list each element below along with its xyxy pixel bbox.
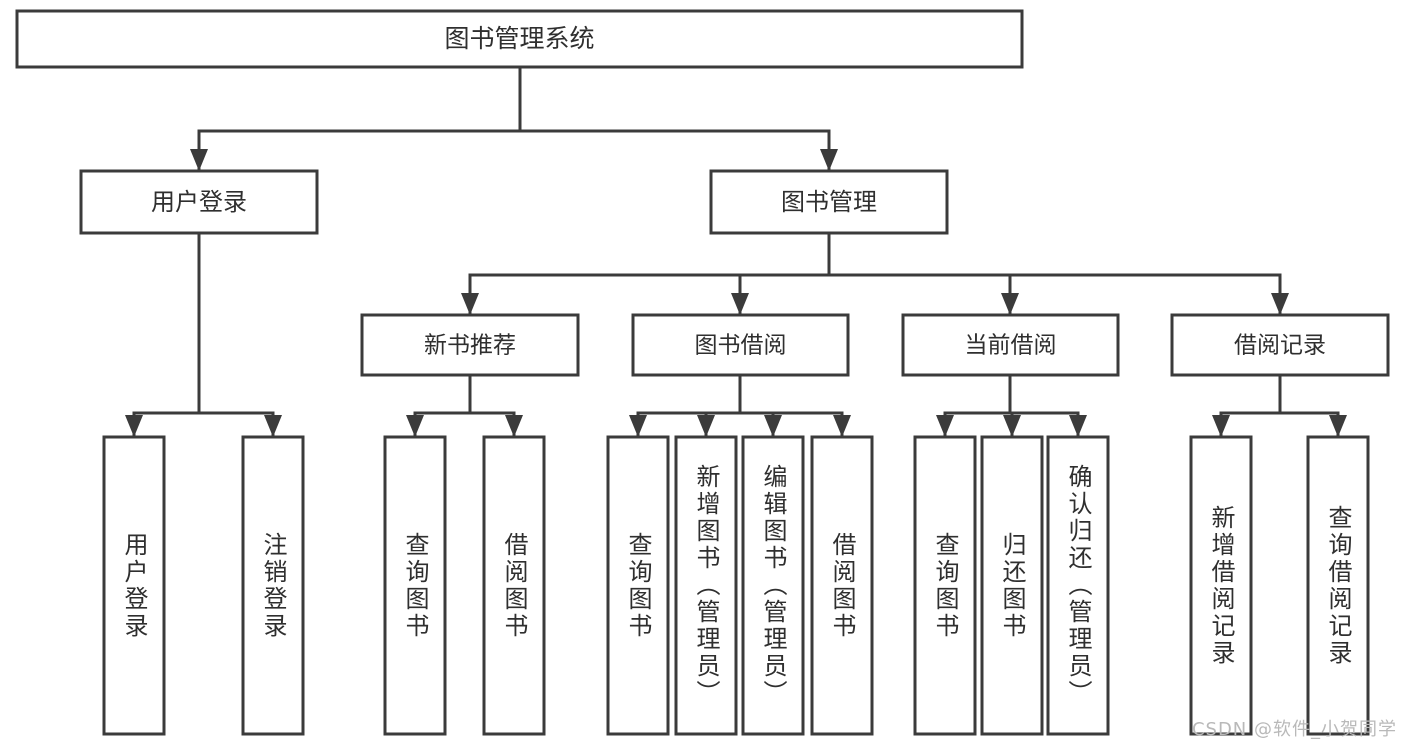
leaf-node-4-rect[interactable] xyxy=(606,435,670,736)
root-node[interactable] xyxy=(15,9,1024,69)
level3-node-2-rect[interactable] xyxy=(901,313,1120,377)
arrow-head xyxy=(1271,293,1289,315)
arrow-head xyxy=(1329,415,1347,437)
leaf-node-12[interactable] xyxy=(1306,435,1370,736)
leaf-node-11-rect[interactable] xyxy=(1189,435,1253,736)
connector-edges xyxy=(125,65,1347,438)
arrow-head xyxy=(936,415,954,437)
arrow-head xyxy=(1212,415,1230,437)
arrow-head xyxy=(505,415,523,437)
level3-node-2[interactable] xyxy=(901,313,1120,377)
level3-node-2-label: 当前借阅 xyxy=(965,333,1057,359)
root-node-rect[interactable] xyxy=(15,9,1024,69)
level3-node-1[interactable] xyxy=(631,313,850,377)
arrow-head xyxy=(731,293,749,315)
level2-node-1-rect[interactable] xyxy=(709,169,949,235)
level3-node-0-label: 新书推荐 xyxy=(424,333,516,359)
leaf-node-8[interactable] xyxy=(913,435,977,736)
leaf-node-10[interactable] xyxy=(1046,435,1110,736)
leaf-node-5[interactable] xyxy=(674,435,738,736)
leaf-node-3-rect[interactable] xyxy=(482,435,546,736)
arrow-head xyxy=(764,415,782,437)
arrow-head xyxy=(264,415,282,437)
level2-node-1-label: 图书管理 xyxy=(781,188,877,216)
level2-node-1[interactable] xyxy=(709,169,949,235)
watermark: CSDN @软件_小贺同学 xyxy=(1191,719,1397,740)
arrow-head xyxy=(697,415,715,437)
leaf-node-0-rect[interactable] xyxy=(102,435,166,736)
arrow-head xyxy=(461,293,479,315)
leaf-node-7[interactable] xyxy=(810,435,874,736)
arrow-head xyxy=(833,415,851,437)
leaf-node-0[interactable] xyxy=(102,435,166,736)
level3-node-3-rect[interactable] xyxy=(1170,313,1390,377)
level3-node-0-rect[interactable] xyxy=(360,313,580,377)
leaf-node-6[interactable] xyxy=(741,435,805,736)
arrow-head xyxy=(406,415,424,437)
level3-node-1-label: 图书借阅 xyxy=(695,333,787,359)
leaf-node-10-rect[interactable] xyxy=(1046,435,1110,736)
leaf-node-9[interactable] xyxy=(980,435,1044,736)
arrow-head xyxy=(820,149,838,171)
leaf-node-11[interactable] xyxy=(1189,435,1253,736)
level2-node-0[interactable] xyxy=(79,169,319,235)
leaf-node-9-rect[interactable] xyxy=(980,435,1044,736)
leaf-node-8-rect[interactable] xyxy=(913,435,977,736)
leaf-node-1-rect[interactable] xyxy=(241,435,305,736)
level2-node-0-label: 用户登录 xyxy=(151,188,247,216)
level3-node-3[interactable] xyxy=(1170,313,1390,377)
leaf-node-2[interactable] xyxy=(383,435,447,736)
arrow-head xyxy=(1001,293,1019,315)
leaf-node-5-rect[interactable] xyxy=(674,435,738,736)
level3-node-3-label: 借阅记录 xyxy=(1234,333,1326,359)
level2-node-0-rect[interactable] xyxy=(79,169,319,235)
root-node-label: 图书管理系统 xyxy=(444,24,594,53)
leaf-node-3[interactable] xyxy=(482,435,546,736)
leaf-node-7-rect[interactable] xyxy=(810,435,874,736)
arrow-head xyxy=(1003,415,1021,437)
arrow-head xyxy=(190,149,208,171)
arrow-head xyxy=(629,415,647,437)
leaf-node-1[interactable] xyxy=(241,435,305,736)
level3-node-0[interactable] xyxy=(360,313,580,377)
leaf-node-4[interactable] xyxy=(606,435,670,736)
leaf-node-2-rect[interactable] xyxy=(383,435,447,736)
node-boxes xyxy=(15,9,1390,736)
leaf-node-6-rect[interactable] xyxy=(741,435,805,736)
arrow-head xyxy=(1069,415,1087,437)
level3-node-1-rect[interactable] xyxy=(631,313,850,377)
leaf-node-12-rect[interactable] xyxy=(1306,435,1370,736)
arrow-head xyxy=(125,415,143,437)
